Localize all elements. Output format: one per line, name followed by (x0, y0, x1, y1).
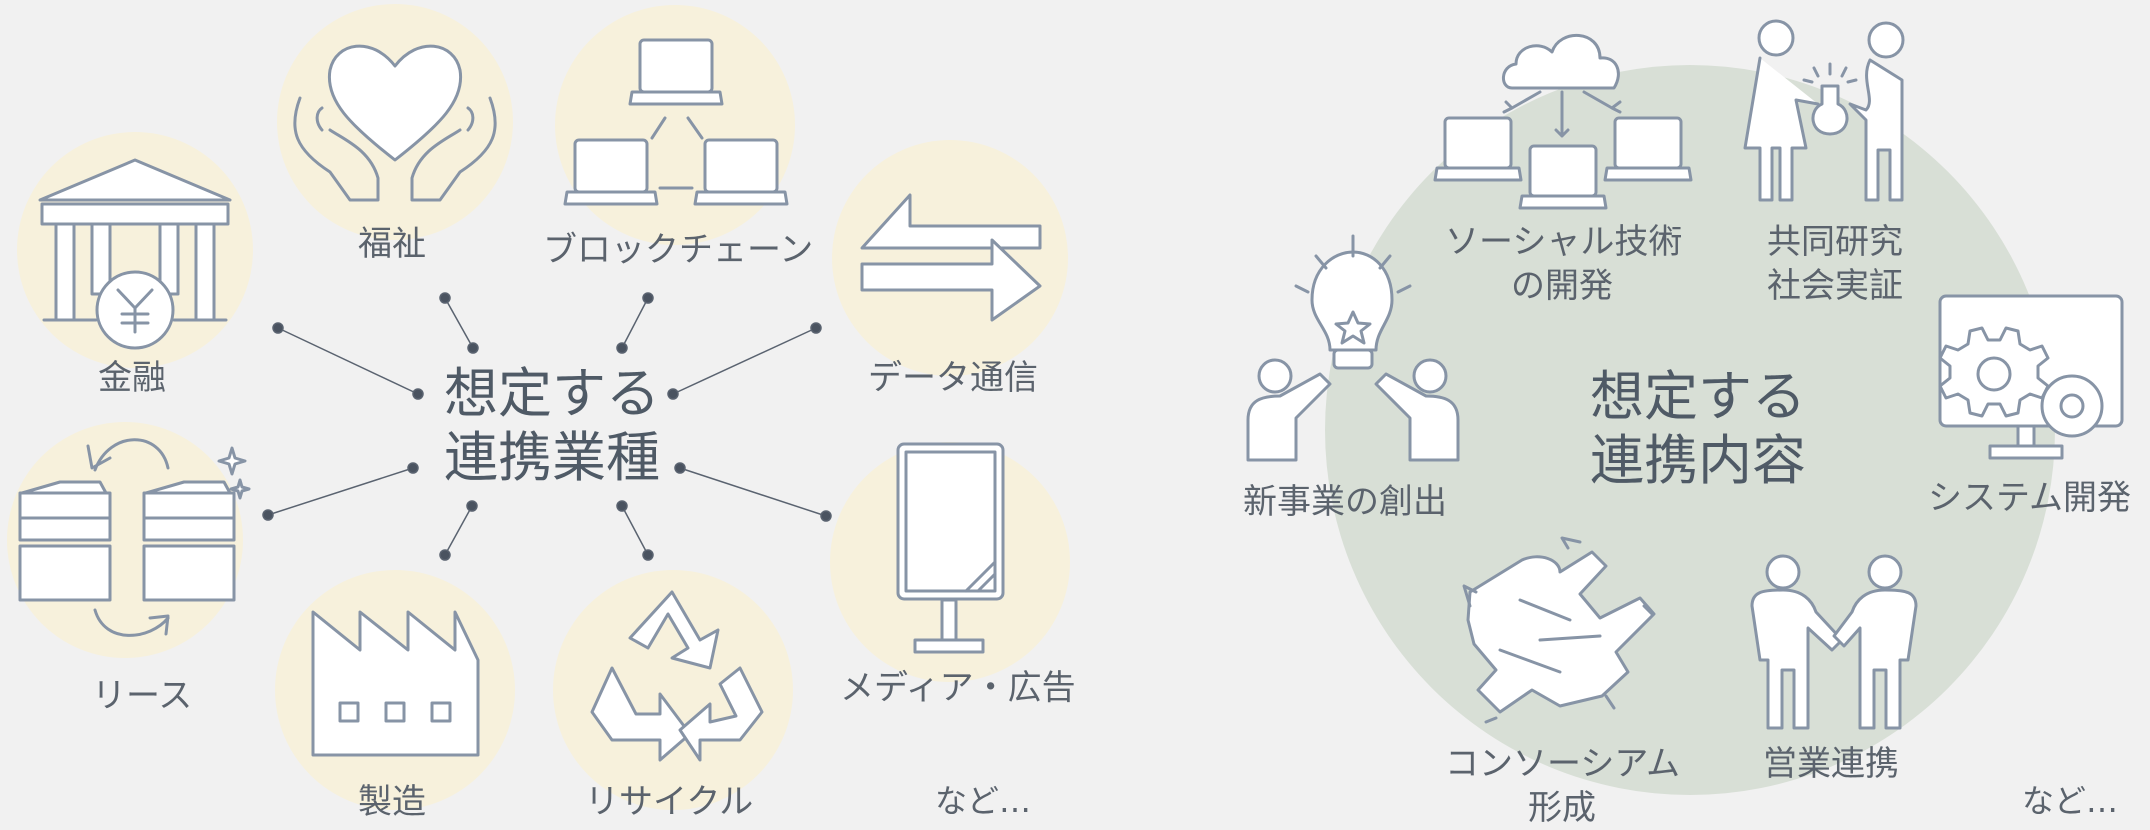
label-social-tech-line2: の開発 (1511, 266, 1613, 306)
right-center-line2: 連携内容 (1590, 429, 1806, 492)
left-etc: など… (935, 782, 1032, 820)
label-consortium: コンソーシアム 形成 (1445, 742, 1680, 830)
left-center-line1: 想定する (444, 362, 660, 425)
network-laptops-icon (563, 38, 789, 206)
label-social-tech: ソーシャル技術 の開発 (1445, 220, 1683, 308)
cloud-network-icon (1433, 34, 1693, 210)
consortium-hands-icon (1462, 536, 1656, 724)
label-recycle: リサイクル (585, 782, 754, 822)
left-center-title: 想定する 連携業種 (444, 362, 660, 490)
exchange-arrows-icon (860, 193, 1042, 322)
label-media: メディア・広告 (840, 668, 1076, 708)
label-blockchain: ブロックチェーン (543, 230, 814, 270)
label-social-tech-line1: ソーシャル技術 (1445, 222, 1683, 262)
label-data-comm: データ通信 (868, 358, 1038, 398)
system-gears-icon (1938, 294, 2124, 460)
researchers-flask-icon (1743, 19, 1905, 202)
label-joint-research-line2: 社会実証 (1767, 266, 1903, 306)
label-new-business: 新事業の創出 (1243, 482, 1447, 522)
label-welfare: 福祉 (358, 224, 426, 264)
hands-heart-icon (293, 44, 497, 202)
label-joint-research-line1: 共同研究 (1767, 222, 1903, 262)
idea-people-icon (1246, 234, 1460, 462)
label-sales: 営業連携 (1763, 744, 1899, 784)
recycle-icon (590, 590, 764, 762)
label-consortium-line2: 形成 (1528, 788, 1596, 828)
recycle-circle (553, 570, 793, 810)
label-lease: リース (92, 676, 193, 716)
handshake-icon (1750, 554, 1918, 730)
right-center-title: 想定する 連携内容 (1590, 365, 1806, 493)
bank-icon (38, 158, 232, 350)
label-system-dev: システム開発 (1928, 478, 2131, 518)
label-manufacturing: 製造 (358, 782, 426, 822)
factory-icon (311, 610, 480, 757)
data-comm-circle (832, 140, 1068, 376)
left-center-line2: 連携業種 (444, 426, 660, 489)
connectors (262, 292, 832, 561)
label-consortium-line1: コンソーシアム (1445, 744, 1680, 784)
right-center-line1: 想定する (1590, 365, 1806, 428)
label-finance: 金融 (98, 358, 166, 398)
label-joint-research: 共同研究 社会実証 (1762, 220, 1908, 308)
digital-signage-icon (896, 442, 1005, 654)
right-etc: など… (2022, 782, 2119, 820)
lease-copiers-icon (18, 438, 251, 637)
